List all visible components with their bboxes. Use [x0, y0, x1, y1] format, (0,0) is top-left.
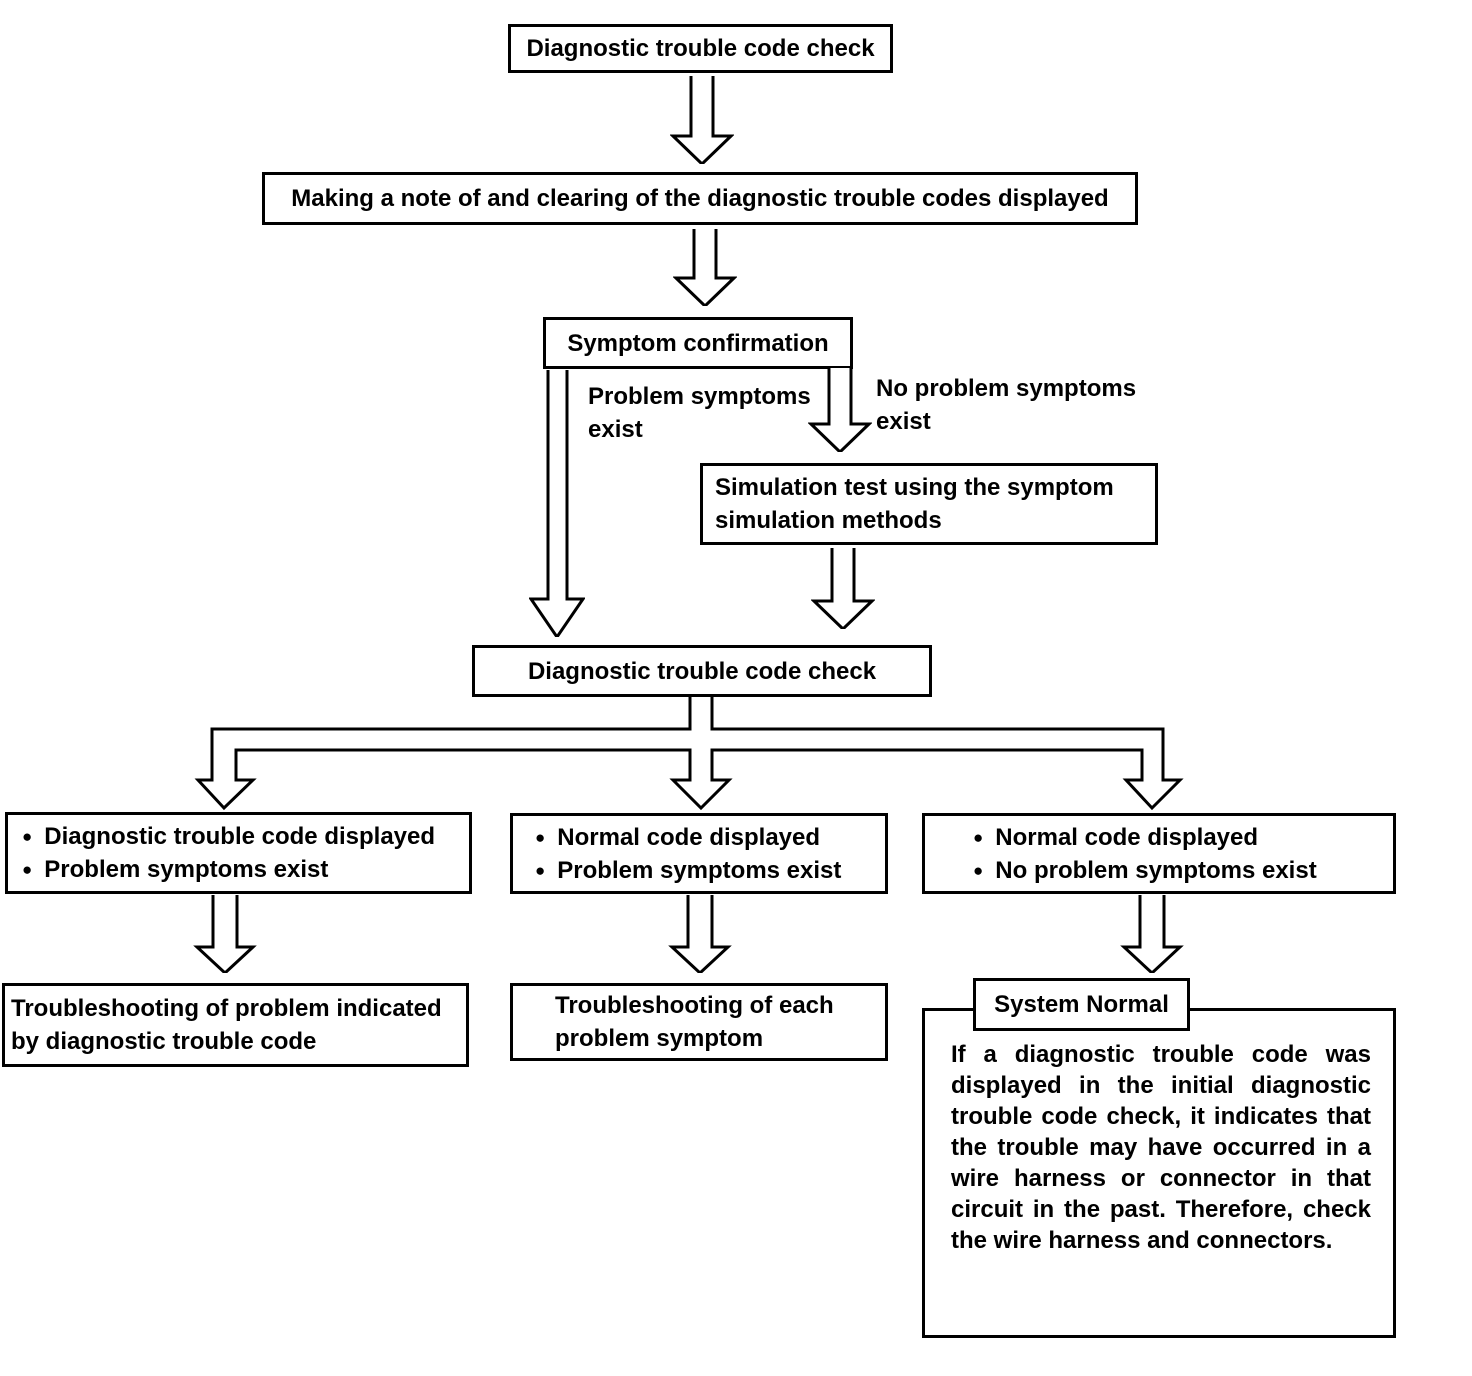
outcome-line: Problem symptoms exist: [557, 856, 842, 884]
node-label: System Normal: [994, 991, 1169, 1018]
node-system-normal-note-box: If a diagnostic trouble code was display…: [922, 1008, 1396, 1338]
node-troubleshooting-by-code: Troubleshooting of problem indicated by …: [2, 983, 469, 1067]
down-arrow-icon: [670, 76, 734, 164]
outcome-line: Normal code displayed: [557, 823, 821, 851]
node-diagnostic-trouble-code-check-initial: Diagnostic trouble code check: [508, 24, 893, 73]
node-label: Symptom confirmation: [567, 329, 829, 357]
node-simulation-test: Simulation test using the symptom simula…: [700, 463, 1158, 545]
bullet-icon: ●: [973, 827, 984, 847]
node-outcome-code-displayed-symptoms: ● Diagnostic trouble code displayed ● Pr…: [5, 812, 472, 894]
three-way-branch-connector: [194, 697, 1184, 811]
bullet-icon: ●: [973, 860, 984, 880]
down-arrow-icon: [668, 895, 732, 973]
edge-label-line: No problem symptoms: [876, 375, 1137, 402]
node-outcome-normal-code-symptoms: ● Normal code displayed ● Problem sympto…: [510, 813, 888, 894]
node-label-line: by diagnostic trouble code: [11, 1028, 317, 1055]
down-arrow-icon: [193, 895, 257, 973]
bullet-icon: ●: [535, 860, 546, 880]
bullet-icon: ●: [535, 827, 546, 847]
down-arrow-icon: [808, 368, 872, 452]
node-note-and-clear-codes: Making a note of and clearing of the dia…: [262, 172, 1138, 225]
bullet-icon: ●: [22, 860, 33, 879]
edge-label-line: exist: [876, 408, 931, 435]
bullet-icon: ●: [22, 827, 33, 846]
down-arrow-icon: [1120, 895, 1184, 973]
node-outcome-normal-code-no-symptoms: ● Normal code displayed ● No problem sym…: [922, 813, 1396, 894]
node-label-line: Troubleshooting of each: [555, 992, 834, 1019]
edge-label-problem-symptoms-exist: Problem symptoms exist: [588, 380, 811, 446]
node-diagnostic-trouble-code-check-second: Diagnostic trouble code check: [472, 645, 932, 697]
outcome-line: Normal code displayed: [995, 823, 1259, 851]
system-normal-note: If a diagnostic trouble code was display…: [951, 1041, 1371, 1254]
edge-label-line: Problem symptoms: [588, 383, 811, 410]
down-arrow-icon: [811, 548, 875, 629]
node-label-line: simulation methods: [715, 507, 942, 534]
node-troubleshooting-each-symptom: Troubleshooting of each problem symptom: [510, 983, 888, 1061]
node-label: Diagnostic trouble code check: [526, 35, 875, 62]
node-label: Making a note of and clearing of the dia…: [291, 185, 1109, 212]
node-label-line: Simulation test using the symptom: [715, 474, 1114, 501]
down-arrow-icon: [673, 229, 737, 306]
down-arrow-icon: [529, 370, 585, 637]
outcome-line: Diagnostic trouble code displayed: [44, 823, 436, 850]
outcome-line: No problem symptoms exist: [995, 856, 1317, 884]
edge-label-line: exist: [588, 416, 643, 443]
node-label-line: problem symptom: [555, 1025, 764, 1052]
outcome-line: Problem symptoms exist: [44, 856, 329, 883]
edge-label-no-problem-symptoms-exist: No problem symptoms exist: [876, 372, 1136, 438]
node-label: Diagnostic trouble code check: [527, 657, 877, 685]
node-label-line: Troubleshooting of problem indicated: [11, 995, 442, 1022]
node-symptom-confirmation: Symptom confirmation: [543, 317, 853, 369]
node-system-normal: System Normal: [973, 978, 1190, 1031]
